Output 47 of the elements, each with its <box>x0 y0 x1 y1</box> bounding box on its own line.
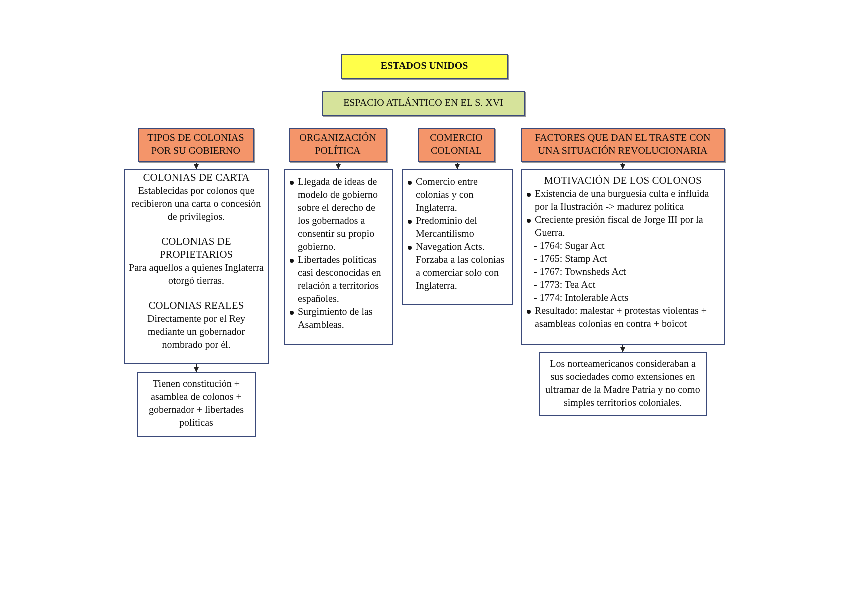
category-box <box>418 128 495 162</box>
title-box <box>341 54 508 79</box>
arrow <box>194 162 199 170</box>
box-text: ESTADOS UNIDOS <box>380 60 470 73</box>
box-text: COMERCIO COLONIAL <box>429 132 484 158</box>
list-item: - 1765: Stamp Act <box>533 253 608 266</box>
bullet-item: Resultado: malestar + protestas violentas + asambleas colonias en contra + boicot <box>535 306 708 330</box>
arrow <box>620 162 626 170</box>
heading-text: COLONIAS REALES <box>148 300 246 313</box>
bullet-item: Predominio del Mercantilismo <box>416 216 478 240</box>
bullet-item: Existencia de una burguesía culta e influida por la Ilustración -> madurez política <box>535 189 710 213</box>
arrow <box>620 344 626 352</box>
content-box <box>402 169 513 305</box>
note-box <box>137 372 256 437</box>
category-box <box>289 128 387 162</box>
heading-text: COLONIAS DE CARTA <box>142 172 251 185</box>
content-box <box>284 169 393 345</box>
box-text: Establecidas por colonos que recibieron una carta o concesión de privilegios. <box>130 185 262 224</box>
bullet-item: Comercio entre colonias y con Inglaterra. <box>416 177 478 214</box>
bullet-item: Creciente presión fiscal de Jorge III por la Guerra. <box>535 215 704 239</box>
bullet-item: Surgimiento de las Asambleas. <box>298 307 373 331</box>
bullet-item: Llegada de ideas de modelo de gobierno sobre el derecho de los gobernados a consentir su propio gobierno. <box>298 177 378 253</box>
box-text: FACTORES QUE DAN EL TRASTE CON UNA SITUACIÓN REVOLUCIONARIA <box>534 132 712 158</box>
bullet-item: Libertades políticas casi desconocidas en relación a territorios españoles. <box>298 255 382 305</box>
box-text: ORGANIZACIÓN POLÍTICA <box>298 132 378 158</box>
category-box <box>521 128 725 162</box>
category-box <box>138 128 254 162</box>
note-box <box>539 352 707 416</box>
list-item: - 1773: Tea Act <box>533 279 597 292</box>
content-box <box>124 169 269 364</box>
arrow <box>455 162 460 170</box>
box-text: Para aquellos a quienes Inglaterra otorgó tierras. <box>128 262 265 288</box>
box-text: Directamente por el Rey mediante un gobernador nombrado por él. <box>146 313 246 352</box>
list-item: - 1767: Townsheds Act <box>533 266 628 279</box>
arrow <box>336 162 341 170</box>
box-text: Los norteamericanos consideraban a sus sociedades como extensiones en ultramar de la Madre Patria y no como simples territorios coloniales. <box>544 358 702 410</box>
bullet-item: Navegation Acts. Forzaba a las colonias a comerciar solo con Inglaterra. <box>416 242 505 292</box>
list-item: - 1764: Sugar Act <box>533 240 606 253</box>
list-item: - 1774: Intolerable Acts <box>533 292 630 305</box>
subtitle-box <box>322 91 525 116</box>
content-box <box>521 169 725 345</box>
heading-text: COLONIAS DE PROPIETARIOS <box>158 236 234 262</box>
box-text: Tienen constitución + asamblea de colonos + gobernador + libertades políticas <box>148 378 246 430</box>
heading-text: MOTIVACIÓN DE LOS COLONOS <box>543 175 703 188</box>
box-text: ESPACIO ATLÁNTICO EN EL S. XVI <box>342 97 504 110</box>
arrow <box>194 364 199 372</box>
box-text: TIPOS DE COLONIAS POR SU GOBIERNO <box>146 132 246 158</box>
